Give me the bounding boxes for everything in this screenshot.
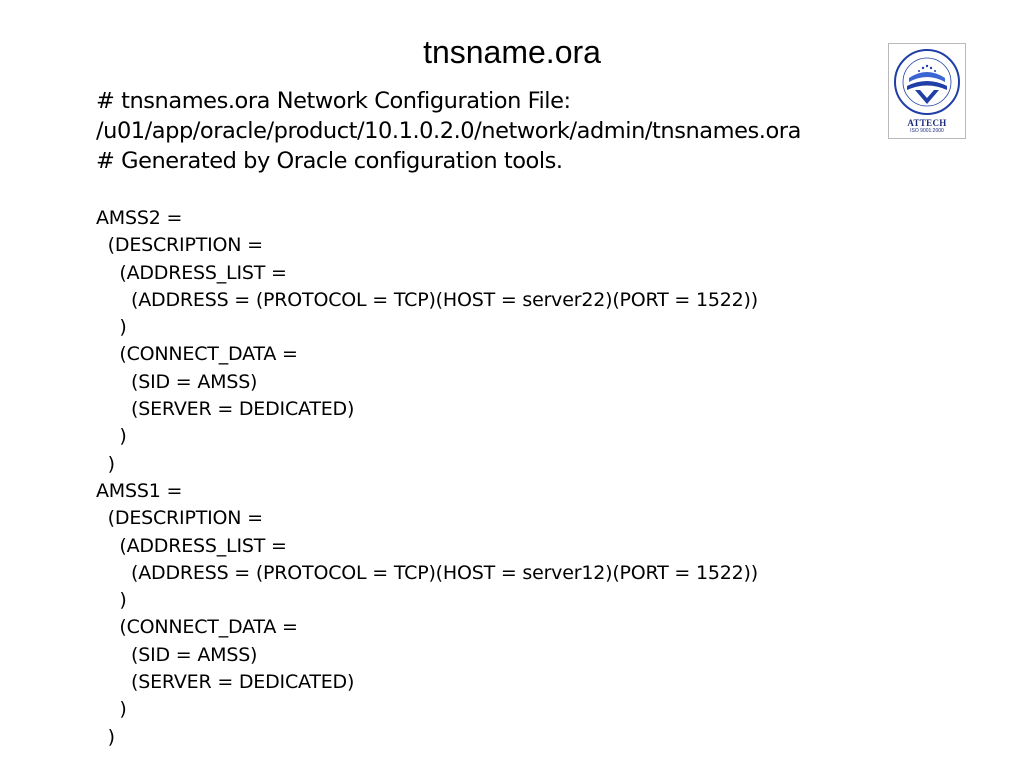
config-line: (ADDRESS_LIST = (96, 261, 287, 284)
config-line: (SERVER = DEDICATED) (96, 671, 355, 694)
logo-certification: ISO 9001:2000 (910, 128, 944, 134)
config-line: (ADDRESS = (PROTOCOL = TCP)(HOST = serve… (96, 288, 758, 311)
company-logo: ATTECH ISO 9001:2000 (888, 43, 966, 139)
attech-logo-icon (894, 49, 960, 115)
config-line: ) (96, 425, 127, 448)
header-line: /u01/app/oracle/product/10.1.0.2.0/netwo… (96, 118, 801, 144)
slide-title: tnsname.ora (423, 34, 601, 70)
config-line: (CONNECT_DATA = (96, 343, 298, 366)
header-line: # Generated by Oracle configuration tool… (96, 148, 563, 174)
config-line: AMSS2 = (96, 207, 183, 229)
config-line: ) (96, 316, 127, 339)
logo-company-name: ATTECH (907, 118, 947, 128)
config-line: ) (96, 452, 115, 475)
config-line: (SID = AMSS) (96, 370, 258, 393)
config-line: ) (96, 589, 127, 612)
header-line: # tnsnames.ora Network Configuration Fil… (96, 88, 571, 114)
config-line: (SERVER = DEDICATED) (96, 398, 355, 421)
file-header-comments: # tnsnames.ora Network Configuration Fil… (96, 86, 801, 176)
config-line: (ADDRESS_LIST = (96, 534, 287, 557)
config-line: (CONNECT_DATA = (96, 616, 298, 639)
config-line: AMSS1 = (96, 479, 183, 502)
config-line: ) (96, 698, 127, 721)
config-line: (DESCRIPTION = (96, 234, 263, 257)
config-line: (ADDRESS = (PROTOCOL = TCP)(HOST = serve… (96, 561, 758, 584)
config-line: (DESCRIPTION = (96, 507, 263, 530)
tnsnames-config-body: AMSS2 = (DESCRIPTION = (ADDRESS_LIST = (… (96, 205, 758, 751)
config-line: (SID = AMSS) (96, 643, 258, 666)
config-line: ) (96, 725, 115, 748)
